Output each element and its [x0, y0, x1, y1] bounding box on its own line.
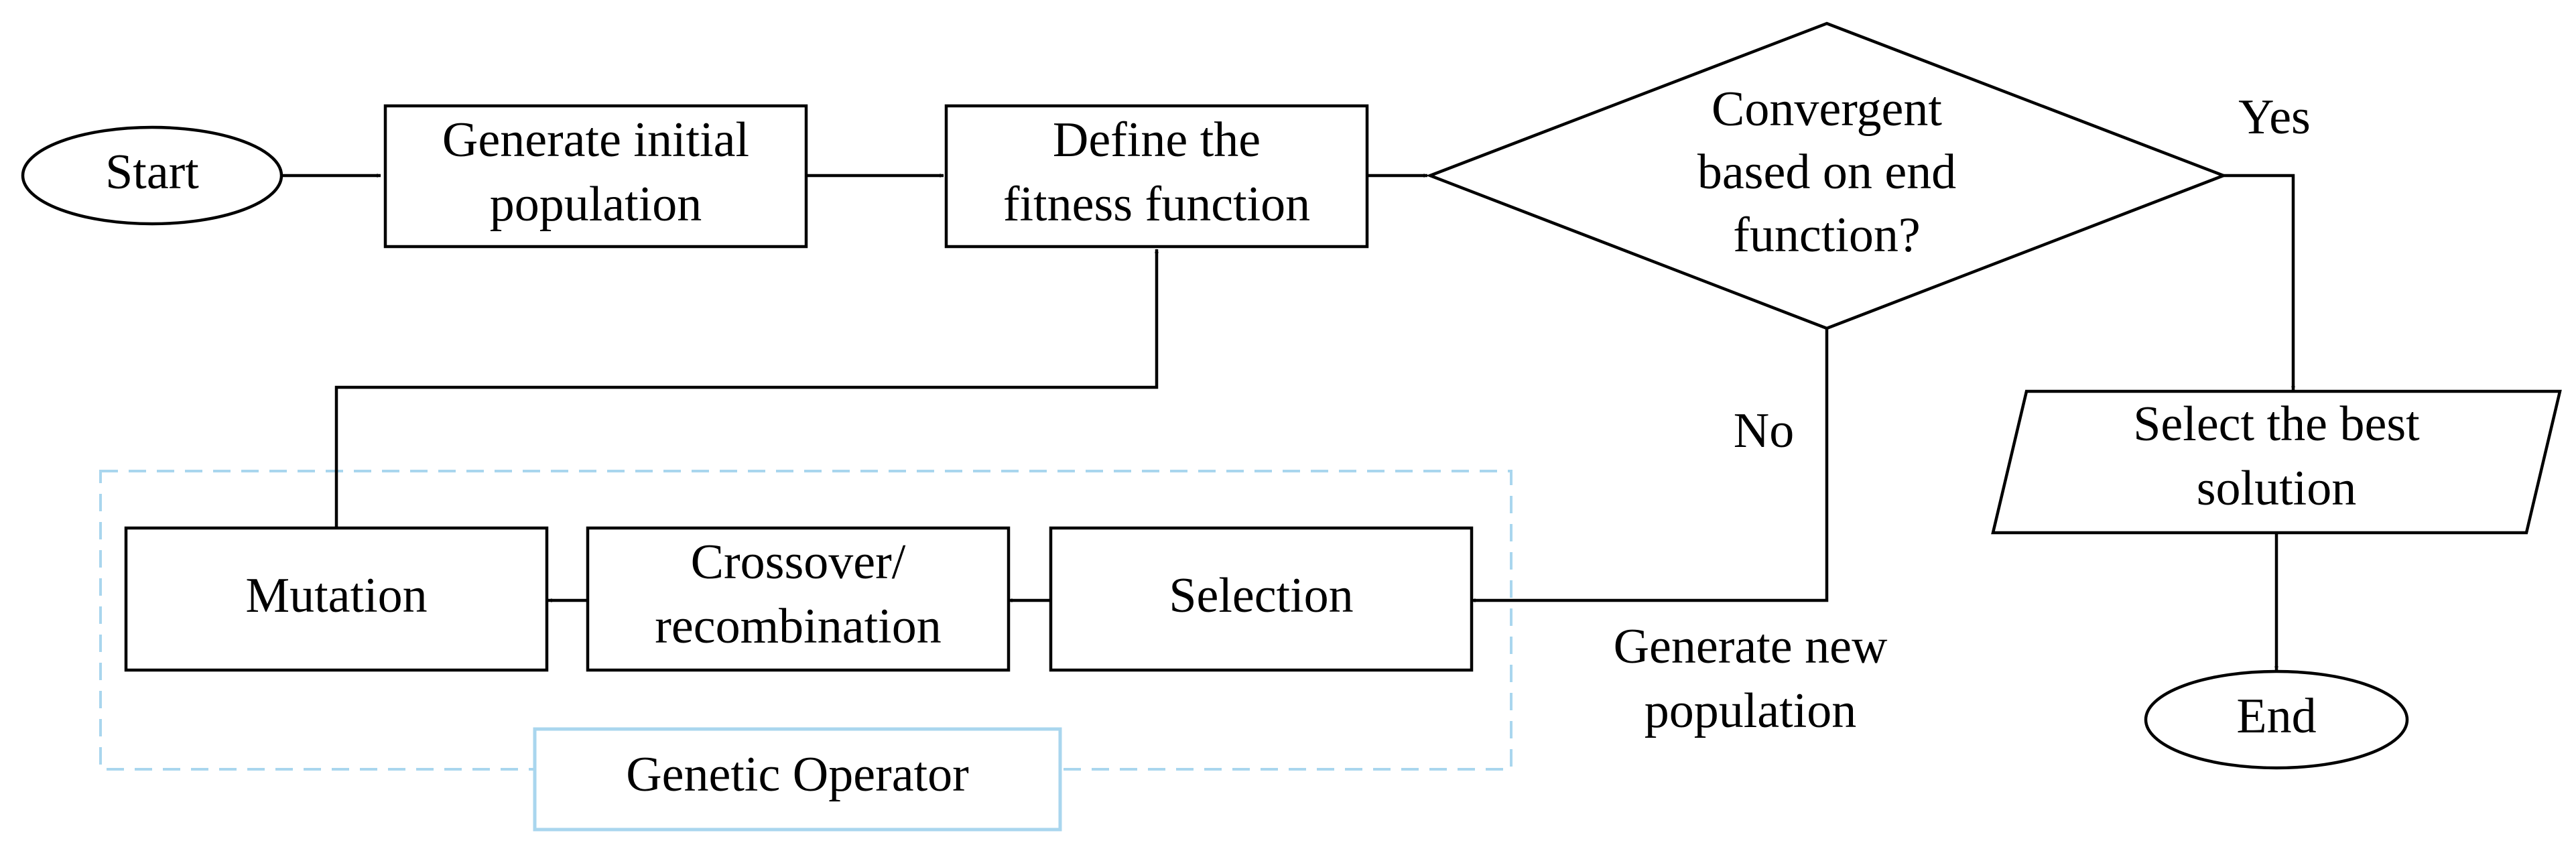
generate-initial-line-2: population [490, 177, 702, 232]
selection-node [1049, 526, 1474, 672]
select-best-line-2: solution [2197, 461, 2356, 516]
mutation-node [124, 526, 549, 672]
mutation-label: Mutation [245, 568, 427, 623]
crossover-line-2: recombination [655, 599, 941, 654]
end-label: End [2236, 689, 2316, 744]
generate-new-line-1: Generate new [1614, 619, 1888, 674]
convergent-line-2: based on end [1697, 145, 1956, 200]
start-node [21, 125, 283, 226]
genetic-operator-group [99, 470, 1512, 771]
no-label: No [1734, 403, 1794, 458]
define-fitness-line-2: fitness function [1003, 177, 1310, 232]
edge-convergent-no [1471, 328, 1829, 602]
convergent-decision-node [1425, 21, 2228, 330]
convergent-line-1: Convergent [1712, 82, 1942, 137]
genetic-operator-label-box [533, 727, 1062, 832]
convergent-line-3: function? [1733, 208, 1920, 263]
generate-initial-line-1: Generate initial [442, 113, 749, 168]
select-best-line-1: Select the best [2133, 397, 2420, 452]
define-fitness-line-1: Define the [1053, 113, 1261, 168]
selection-label: Selection [1169, 568, 1353, 623]
crossover-line-1: Crossover/ [691, 535, 906, 590]
end-node [2144, 669, 2409, 770]
connectors [281, 174, 2295, 671]
generate-new-line-2: population [1645, 683, 1857, 738]
define-fitness-function-node [944, 104, 1369, 249]
crossover-recombination-node [586, 526, 1011, 672]
edge-convergent-yes [2224, 174, 2295, 391]
edge-mutation-to-define [334, 249, 1159, 528]
start-label: Start [105, 145, 199, 200]
generate-initial-population-node [383, 104, 808, 249]
select-best-solution-node [1991, 389, 2562, 535]
genetic-operator-label: Genetic Operator [626, 747, 969, 802]
yes-label: Yes [2238, 90, 2311, 145]
